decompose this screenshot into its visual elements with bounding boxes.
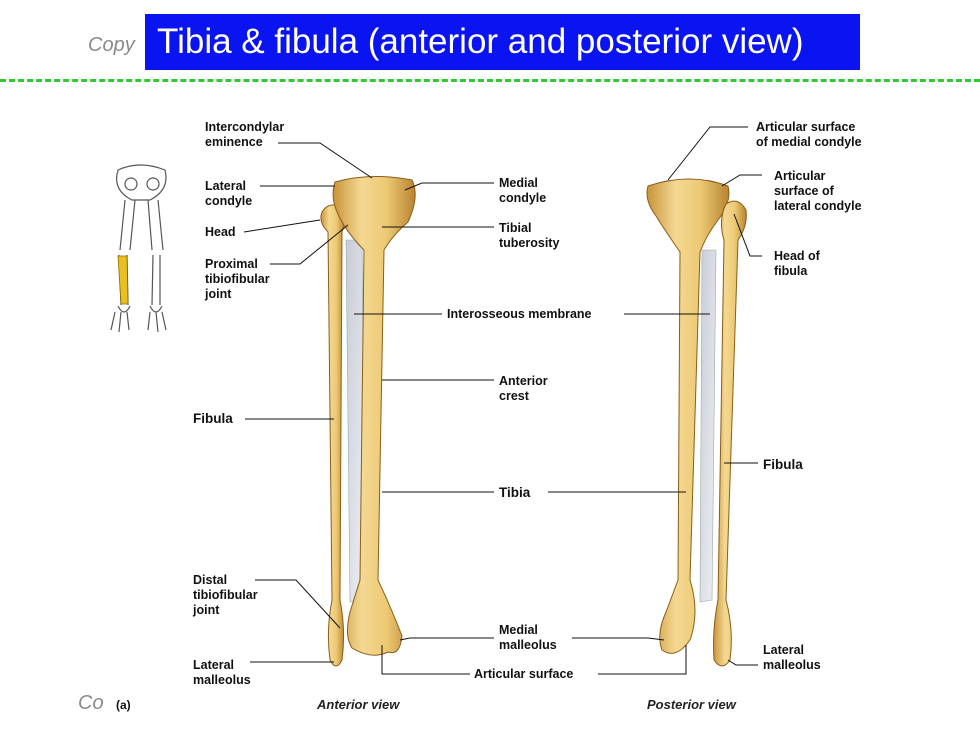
thumbnail-tibia-highlight: [117, 255, 129, 305]
anterior-bones: [320, 175, 416, 667]
fibula-anterior: [320, 204, 346, 667]
tibia-posterior: [646, 178, 730, 654]
leader-lines: [243, 126, 762, 675]
posterior-bones: [646, 178, 747, 667]
copyright-text-bottom: Co: [78, 692, 104, 714]
caption-posterior-view: Posterior view: [647, 697, 736, 712]
tibia-anterior: [332, 175, 416, 656]
label-tibia: Tibia: [499, 485, 531, 500]
skeleton-thumbnail: [110, 164, 167, 333]
fibula-posterior: [713, 200, 747, 667]
slide-title: Tibia & fibula (anterior and posterior v…: [145, 14, 860, 70]
label-head: Head: [205, 225, 236, 239]
copyright-text-top: Copy: [88, 34, 135, 56]
label-interosseous-membrane: Interosseous membrane: [447, 307, 592, 321]
panel-label: (a): [116, 698, 131, 712]
dashed-divider: [0, 79, 980, 82]
label-articular-surface: Articular surface: [474, 667, 574, 681]
label-fibula-left: Fibula: [193, 411, 233, 426]
caption-anterior-view: Anterior view: [317, 697, 400, 712]
interosseous-membrane-posterior: [699, 249, 717, 603]
label-fibula-right: Fibula: [763, 457, 803, 472]
